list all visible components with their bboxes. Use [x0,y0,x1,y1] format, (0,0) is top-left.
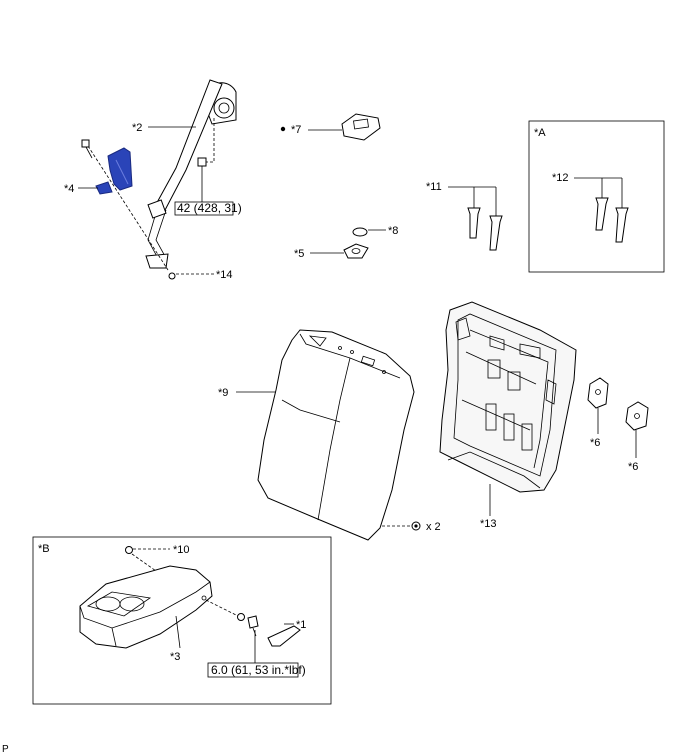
callout-7: *7 [291,124,301,136]
torque-box-belt [174,201,234,216]
callout-11: *11 [426,181,442,193]
quantity-label: x 2 [426,521,441,533]
callout-6b: *6 [628,461,638,473]
footer-code: P [2,744,9,755]
callout-3: *3 [170,651,180,663]
seatback-pad: *9 [218,329,415,541]
view-b-box: *B *10 *3 6.0 (61, 53 in.*lbf) *1 [32,536,332,705]
retainer-5: *5 [294,243,369,260]
callout-5: *5 [294,248,304,260]
callout-12: *12 [552,172,569,184]
torque-box-armrest [207,662,299,678]
bracket-highlighted: *4 [64,139,133,195]
callout-6a: *6 [590,437,600,449]
hole-plug: x 2 [382,521,441,533]
torque-belt: 42 (428, 31) [177,201,242,215]
view-a-box: *A *12 [528,120,665,273]
callout-13: *13 [480,518,497,530]
clip-14: *14 [168,269,233,281]
clip-6a: *6 [587,377,609,449]
seat-belt-assembly: *2 42 (428, 31) [87,79,242,271]
seatback-frame: *13 [439,301,577,530]
callout-10: *10 [173,544,190,556]
callout-14: *14 [216,269,233,281]
pins-11: *11 [426,181,503,251]
armrest [79,565,213,649]
callout-9: *9 [218,387,228,399]
view-b-label: *B [38,543,50,555]
callout-4: *4 [64,183,74,195]
view-a-label: *A [534,127,546,139]
clip-8: *8 [352,225,398,237]
clip-6b: *6 [625,401,649,473]
callout-8: *8 [388,225,398,237]
torque-armrest: 6.0 (61, 53 in.*lbf) [211,663,306,677]
callout-1: *1 [296,619,306,631]
callout-2: *2 [132,122,142,134]
cover-7: *7 [280,113,381,141]
